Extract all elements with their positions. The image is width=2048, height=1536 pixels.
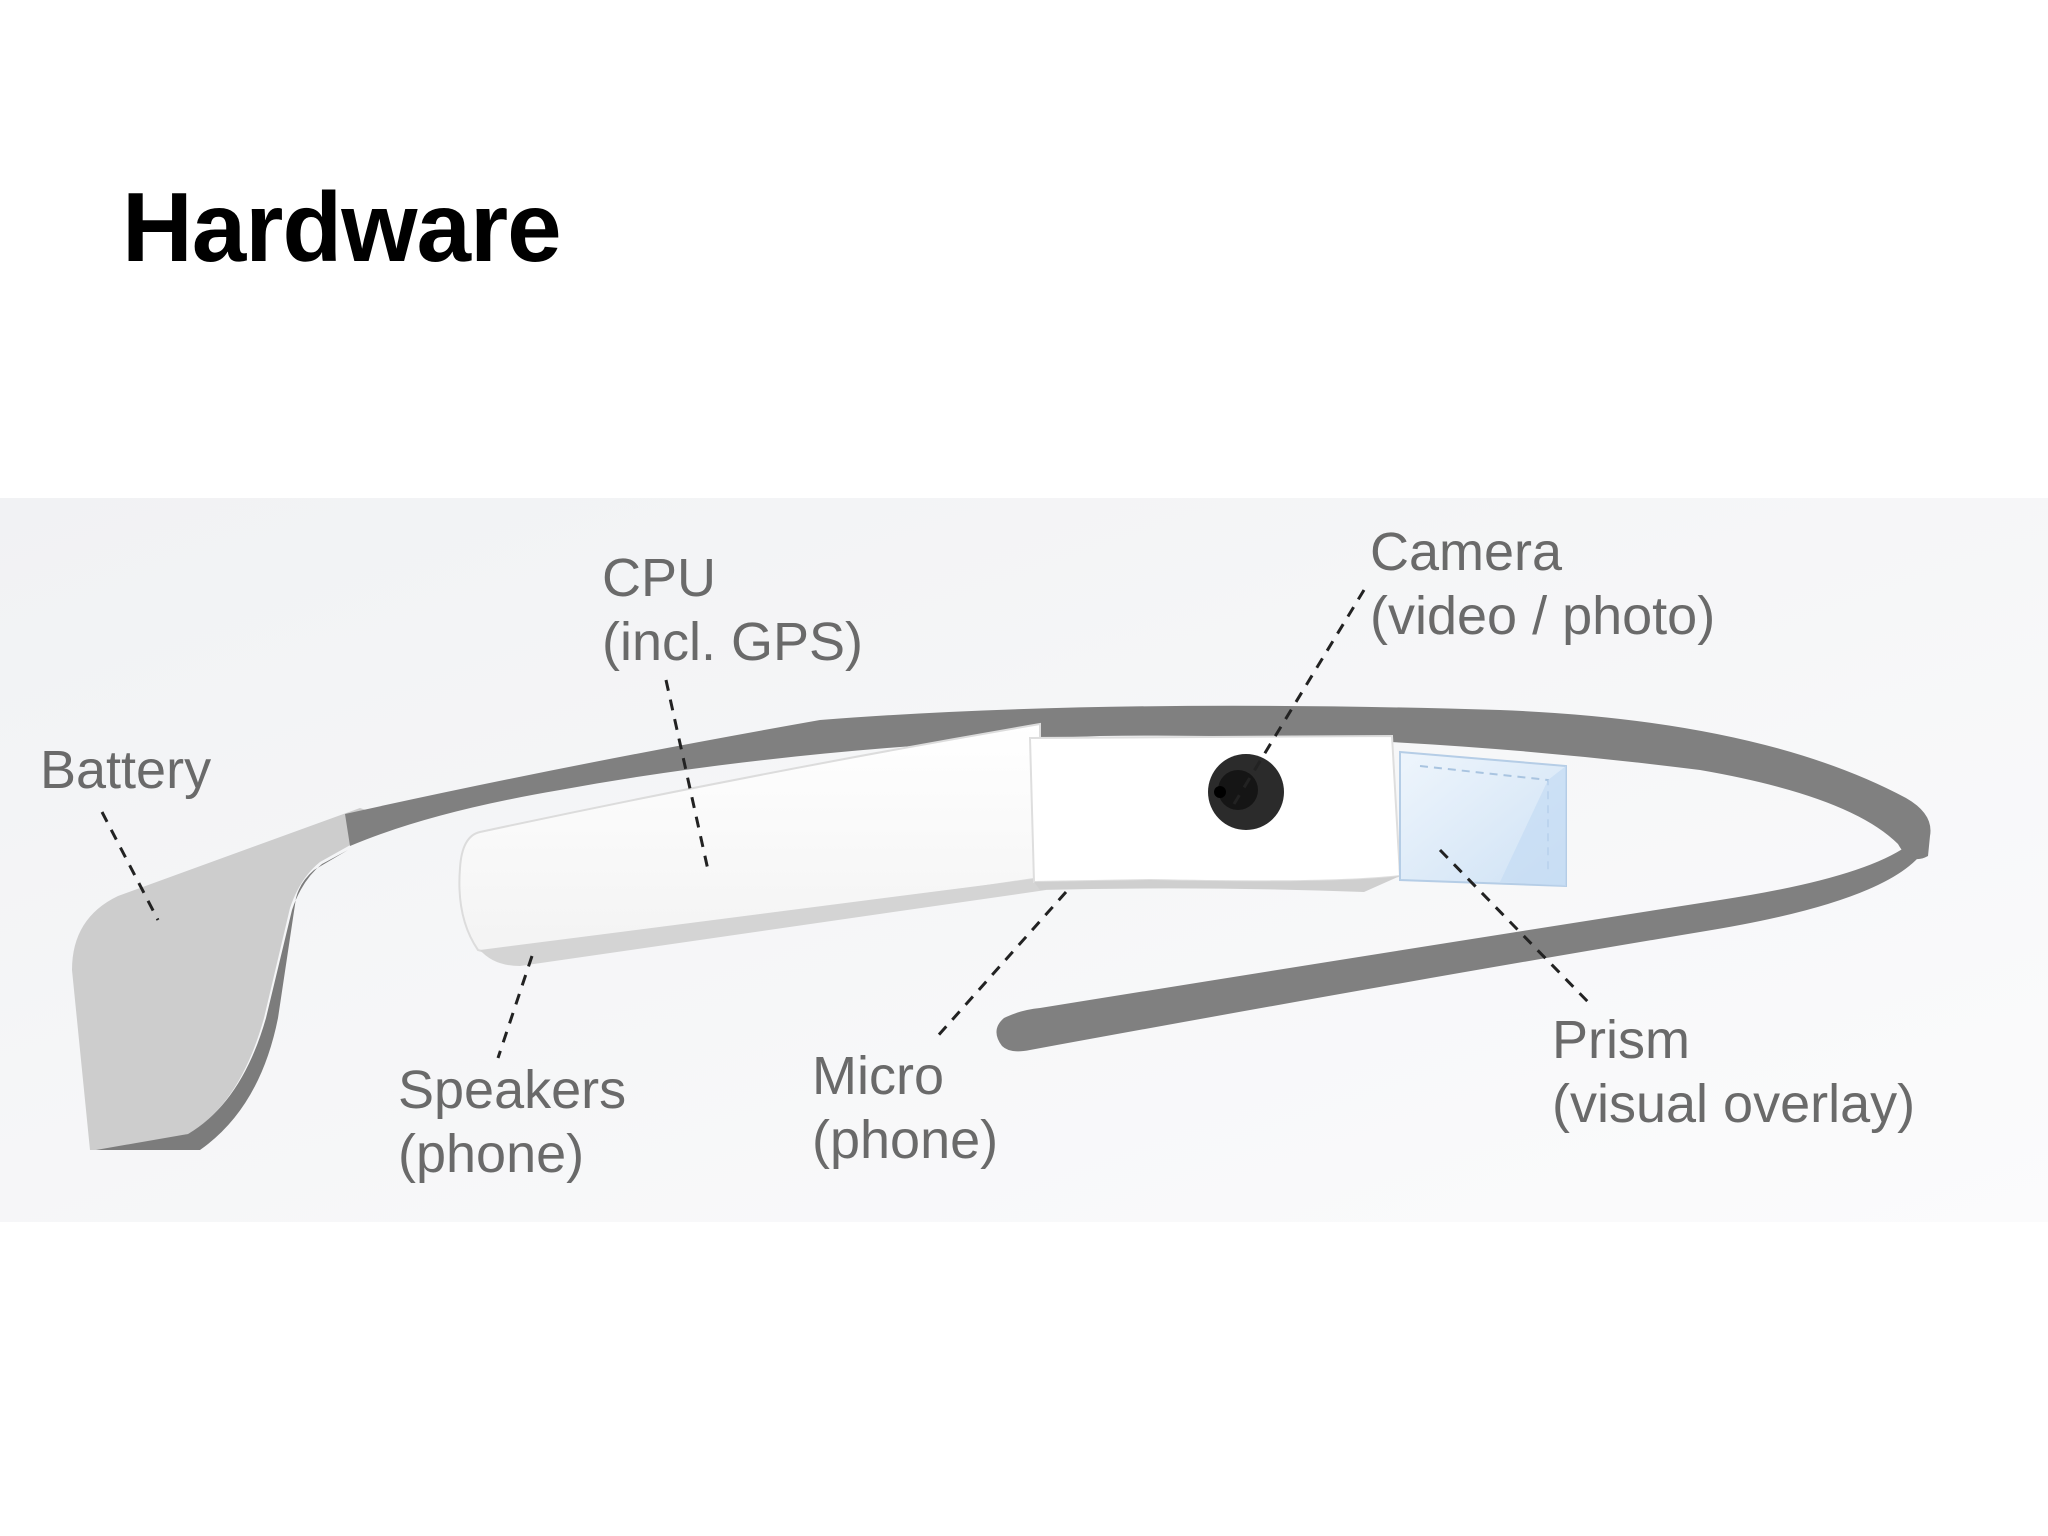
battery-label-line1: Battery bbox=[40, 740, 212, 800]
cpu-label-line1: CPU bbox=[602, 548, 717, 608]
frame-band-top bbox=[345, 705, 1931, 860]
battery-pod bbox=[72, 808, 395, 1150]
prism-label: Prism (visual overlay) bbox=[1552, 1008, 1915, 1136]
prism-label-line2: (visual overlay) bbox=[1552, 1074, 1916, 1134]
cpu-label: CPU (incl. GPS) bbox=[602, 546, 863, 674]
camera-label-line1: Camera bbox=[1370, 522, 1563, 582]
prism-facet bbox=[1500, 766, 1566, 886]
speakers-leader-line bbox=[496, 955, 534, 1059]
battery-label: Battery bbox=[40, 738, 211, 802]
frame-band-return bbox=[996, 832, 1928, 1052]
camera-label-line2: (video / photo) bbox=[1370, 586, 1716, 646]
housing-front-underside bbox=[1034, 876, 1400, 892]
battery-leader-line bbox=[100, 811, 160, 921]
glass-illustration bbox=[0, 498, 2048, 1222]
cpu-label-line2: (incl. GPS) bbox=[602, 612, 864, 672]
speakers-label-line1: Speakers bbox=[398, 1060, 627, 1120]
camera-leader-line bbox=[1232, 589, 1366, 805]
micro-label-line2: (phone) bbox=[812, 1110, 999, 1170]
micro-label-line1: Micro bbox=[812, 1046, 944, 1106]
prism-label-line1: Prism bbox=[1552, 1010, 1690, 1070]
camera-lens-highlight bbox=[1214, 786, 1226, 798]
prism-leader-line bbox=[1438, 848, 1594, 1008]
page-title: Hardware bbox=[122, 172, 562, 282]
camera-label: Camera (video / photo) bbox=[1370, 520, 1715, 648]
micro-label: Micro (phone) bbox=[812, 1044, 998, 1172]
cpu-leader-line bbox=[664, 679, 710, 871]
micro-leader-line bbox=[934, 891, 1068, 1039]
glass-hardware-diagram: Battery CPU (incl. GPS) Camera (video / … bbox=[0, 498, 2048, 1222]
speakers-label: Speakers (phone) bbox=[398, 1058, 626, 1186]
housing-rear-underside bbox=[480, 878, 1046, 966]
speakers-label-line2: (phone) bbox=[398, 1124, 585, 1184]
